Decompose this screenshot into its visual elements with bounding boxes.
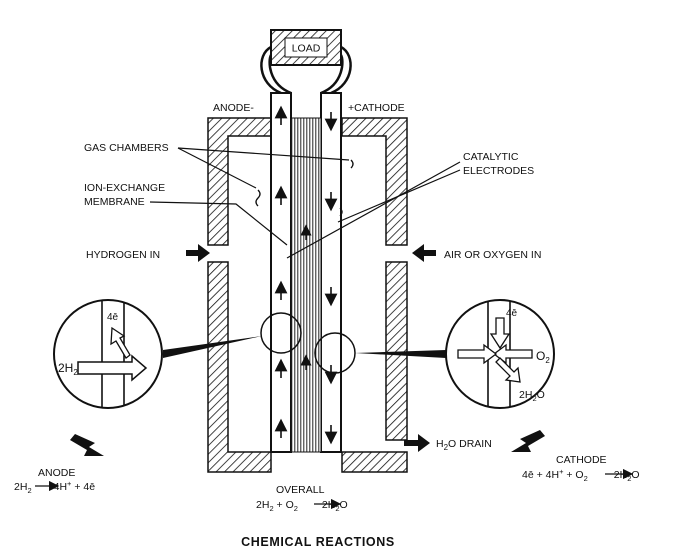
air-oxygen-in-arrow [412, 244, 436, 262]
h2o-drain-arrow [404, 434, 430, 452]
cathode-electron-arrow [489, 317, 511, 350]
anode-reaction-pointer [70, 434, 104, 456]
catalytic-leaders [286, 161, 461, 259]
cathode-reaction-pointer [511, 430, 545, 452]
overall-reaction-title: OVERALL [276, 484, 325, 496]
catalytic-label-line2: ELECTRODES [463, 165, 534, 177]
catalytic-label-line1: CATALYTIC [463, 151, 519, 163]
load-label: LOAD [292, 43, 321, 55]
air-oxygen-in-label: AIR OR OXYGEN IN [444, 249, 541, 261]
ion-exchange-label-line1: ION-EXCHANGE [84, 182, 165, 194]
anode-electrode [270, 92, 292, 453]
anode-electron-arrow [110, 326, 131, 359]
h2o-drain-label: H2O DRAIN [436, 438, 492, 452]
cathode-electrode [320, 92, 342, 453]
anode-reaction-title: ANODE [38, 467, 75, 479]
anode-zoom: 4ē 2H2 [53, 299, 163, 409]
cell-housing [207, 117, 408, 473]
anode-zoom-source-circle [260, 312, 302, 354]
cathode-zoom-electrons: 4ē [506, 308, 518, 319]
anode-terminal-label: ANODE- [213, 102, 254, 114]
ion-exchange-membrane [290, 117, 322, 453]
external-wires [260, 45, 352, 95]
gas-chambers-leaders [177, 147, 350, 189]
anode-zoom-electrons: 4ē [107, 312, 119, 323]
electron-flow-arrows [274, 105, 338, 445]
cathode-water-arrow [495, 357, 521, 383]
cathode-zoom-o2: O2 [536, 349, 550, 365]
anode-zoom-reactant: 2H2 [58, 361, 78, 377]
hydrogen-in-label: HYDROGEN IN [86, 249, 160, 261]
cathode-zoom-connector [355, 350, 446, 358]
cathode-hplus-arrow [457, 343, 498, 365]
cathode-reaction-title: CATHODE [556, 454, 607, 466]
gas-chamber-markers [255, 159, 354, 217]
cathode-zoom-water: 2H2O [519, 389, 545, 403]
chemical-reactions-caption: CHEMICAL REACTIONS [241, 535, 395, 549]
anode-hydrogen-arrow [77, 354, 148, 382]
gas-chambers-label: GAS CHAMBERS [84, 142, 169, 154]
cathode-terminal-label: +CATHODE [348, 102, 405, 114]
ion-exchange-leader [149, 201, 288, 246]
cathode-zoom: 4ē O2 2H2O [445, 299, 555, 409]
hydrogen-in-arrow [186, 244, 210, 262]
ion-exchange-label-line2: MEMBRANE [84, 196, 145, 208]
load: LOAD [270, 29, 342, 66]
anode-zoom-connector [163, 336, 262, 358]
